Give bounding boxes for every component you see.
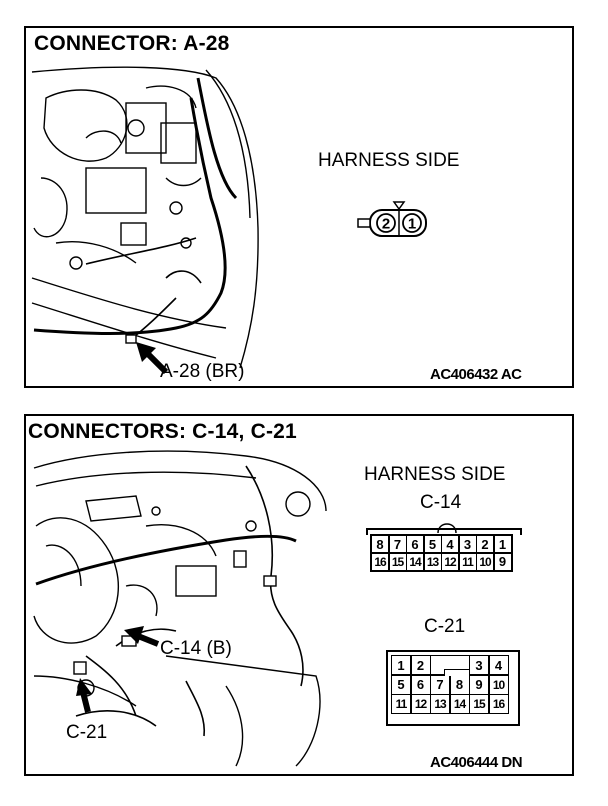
figure-code: AC406444 DN [430, 754, 523, 771]
c21-pin: 6 [411, 675, 430, 694]
figure-code: AC406432 AC [430, 366, 522, 383]
panel-title: CONNECTORS: C-14, C-21 [28, 420, 297, 443]
c14-pin: 12 [442, 553, 458, 570]
c14-pin: 16 [372, 553, 388, 570]
c14-pin: 10 [477, 553, 493, 570]
engine-bay-illustration [31, 66, 259, 375]
c21-pin: 1 [392, 656, 410, 674]
c21-connector-face: 1 2 3 4 5 6 7 8 9 10 11 12 13 14 15 16 [391, 655, 509, 714]
c21-pin: 2 [411, 656, 430, 674]
c21-callout: C-21 [66, 722, 108, 743]
panel-title: CONNECTOR: A-28 [34, 32, 230, 55]
c14-pin: 7 [389, 536, 406, 552]
c21-pin: 4 [489, 656, 508, 674]
harness-side-label: HARNESS SIDE [364, 464, 506, 485]
c14-pin: 13 [424, 553, 441, 570]
c14-pin: 6 [407, 536, 423, 552]
c21-pin: 8 [450, 675, 469, 694]
pin-1: 1 [408, 216, 416, 233]
c21-pin: 13 [431, 695, 449, 713]
c14-shell [366, 528, 522, 535]
c21-pin: 12 [411, 695, 430, 713]
c14-label: C-14 [420, 492, 462, 513]
c21-pin: 14 [450, 695, 469, 713]
pin-2: 2 [382, 216, 390, 233]
c21-pin: 3 [470, 656, 488, 674]
a28-connector-face: 2 1 [357, 201, 427, 237]
c14-connector-face: 8 7 6 5 4 3 2 1 16 15 14 13 12 11 10 9 [370, 534, 513, 572]
c21-pin: 11 [392, 695, 410, 713]
c21-pin: 10 [489, 675, 508, 694]
c21-pin: 5 [392, 675, 410, 694]
c14-pin: 15 [389, 553, 406, 570]
c14-pin: 14 [407, 553, 423, 570]
c14-pin: 4 [442, 536, 458, 552]
c14-pin: 3 [459, 536, 476, 552]
c21-latch [444, 669, 470, 676]
c14-pin: 5 [424, 536, 441, 552]
c14-pin: 11 [459, 553, 476, 570]
harness-side-label: HARNESS SIDE [318, 150, 460, 171]
connector-c14-c21-panel: CONNECTORS: C-14, C-21 [24, 414, 574, 776]
dashboard-illustration [33, 450, 327, 767]
c14-pin: 8 [372, 536, 388, 552]
c14-pin: 9 [494, 553, 511, 570]
c21-label: C-21 [424, 616, 466, 637]
c21-pin: 7 [431, 675, 449, 694]
c21-shell [386, 650, 520, 726]
c21-pin: 16 [489, 695, 508, 713]
connector-a28-panel: CONNECTOR: A-28 [24, 26, 574, 388]
c14-callout: C-14 (B) [160, 638, 232, 659]
c21-pin: 15 [470, 695, 488, 713]
c14-pin: 1 [494, 536, 511, 552]
c21-pin: 9 [470, 675, 488, 694]
c14-pin: 2 [477, 536, 493, 552]
a28-callout: A-28 (BR) [160, 361, 245, 382]
